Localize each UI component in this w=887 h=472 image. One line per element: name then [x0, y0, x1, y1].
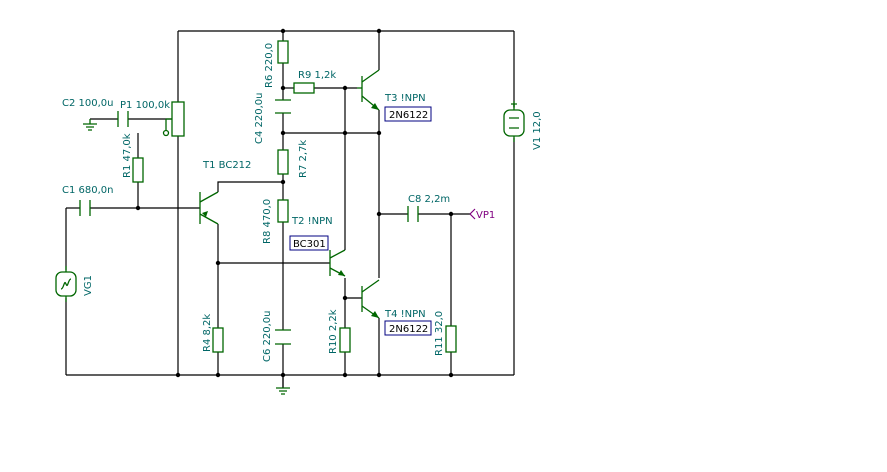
t2-label: T2 !NPN	[291, 216, 333, 227]
signal-generator-vg1: VG1	[55, 266, 94, 302]
t1-label: T1 BC212	[202, 160, 251, 171]
junctions	[135, 28, 454, 378]
c1-label: C1 680,0n	[62, 185, 114, 196]
dc-source-v1: V1 12,0	[503, 101, 543, 150]
r7-label: R7 2,7k	[298, 140, 309, 178]
r6-label: R6 220,0	[264, 43, 275, 88]
resistor-r1: R1 47,0k	[122, 133, 144, 183]
c6-label: C6 220,0u	[262, 311, 273, 363]
r1-label: R1 47,0k	[122, 133, 133, 178]
p1-label: P1 100,0k	[120, 100, 170, 111]
c2-label: C2 100,0u	[62, 98, 114, 109]
resistor-r9: R9 1,2k	[293, 70, 336, 94]
capacitor-c2: C2 100,0u	[62, 98, 129, 127]
transistor-t4: T4 !NPN 2N6122	[361, 279, 432, 336]
wires	[65, 30, 515, 388]
resistor-r8: R8 470,0	[262, 199, 289, 244]
r10-label: R10 2,2k	[328, 309, 339, 354]
capacitor-c1: C1 680,0n	[62, 185, 114, 216]
transistor-t1: T1 BC212	[199, 160, 251, 225]
transistor-t3: T3 !NPN 2N6122	[357, 69, 432, 122]
t4-part: 2N6122	[389, 324, 428, 335]
t3-label: T3 !NPN	[384, 93, 426, 104]
t4-label: T4 !NPN	[384, 309, 426, 320]
capacitor-c6: C6 220,0u	[262, 311, 291, 363]
t3-part: 2N6122	[389, 110, 428, 121]
potentiometer-p1: P1 100,0k	[120, 100, 185, 137]
vp1-label: VP1	[476, 210, 495, 221]
t2-part: BC301	[293, 239, 326, 250]
capacitor-c4: C4 220,0u	[254, 93, 291, 145]
ground-symbol-left	[83, 119, 97, 131]
r8-label: R8 470,0	[262, 199, 273, 244]
r9-label: R9 1,2k	[298, 70, 336, 81]
resistor-r4: R4 8,2k	[202, 314, 224, 353]
resistor-r7: R7 2,7k	[277, 140, 309, 178]
c8-label: C8 2,2m	[408, 194, 450, 205]
c4-label: C4 220,0u	[254, 93, 265, 145]
ground-symbol-bottom	[276, 387, 290, 395]
voltage-probe-vp1: VP1	[469, 208, 495, 221]
vg1-label: VG1	[83, 275, 94, 296]
v1-label: V1 12,0	[532, 111, 543, 150]
transistor-t2: T2 !NPN BC301	[289, 216, 346, 277]
r11-label: R11 32,0	[434, 311, 445, 356]
r4-label: R4 8,2k	[202, 314, 213, 352]
resistor-r11: R11 32,0	[434, 311, 457, 356]
capacitor-c8: C8 2,2m	[407, 194, 450, 222]
resistor-r10: R10 2,2k	[328, 309, 351, 354]
resistor-r6: R6 220,0	[264, 40, 289, 88]
